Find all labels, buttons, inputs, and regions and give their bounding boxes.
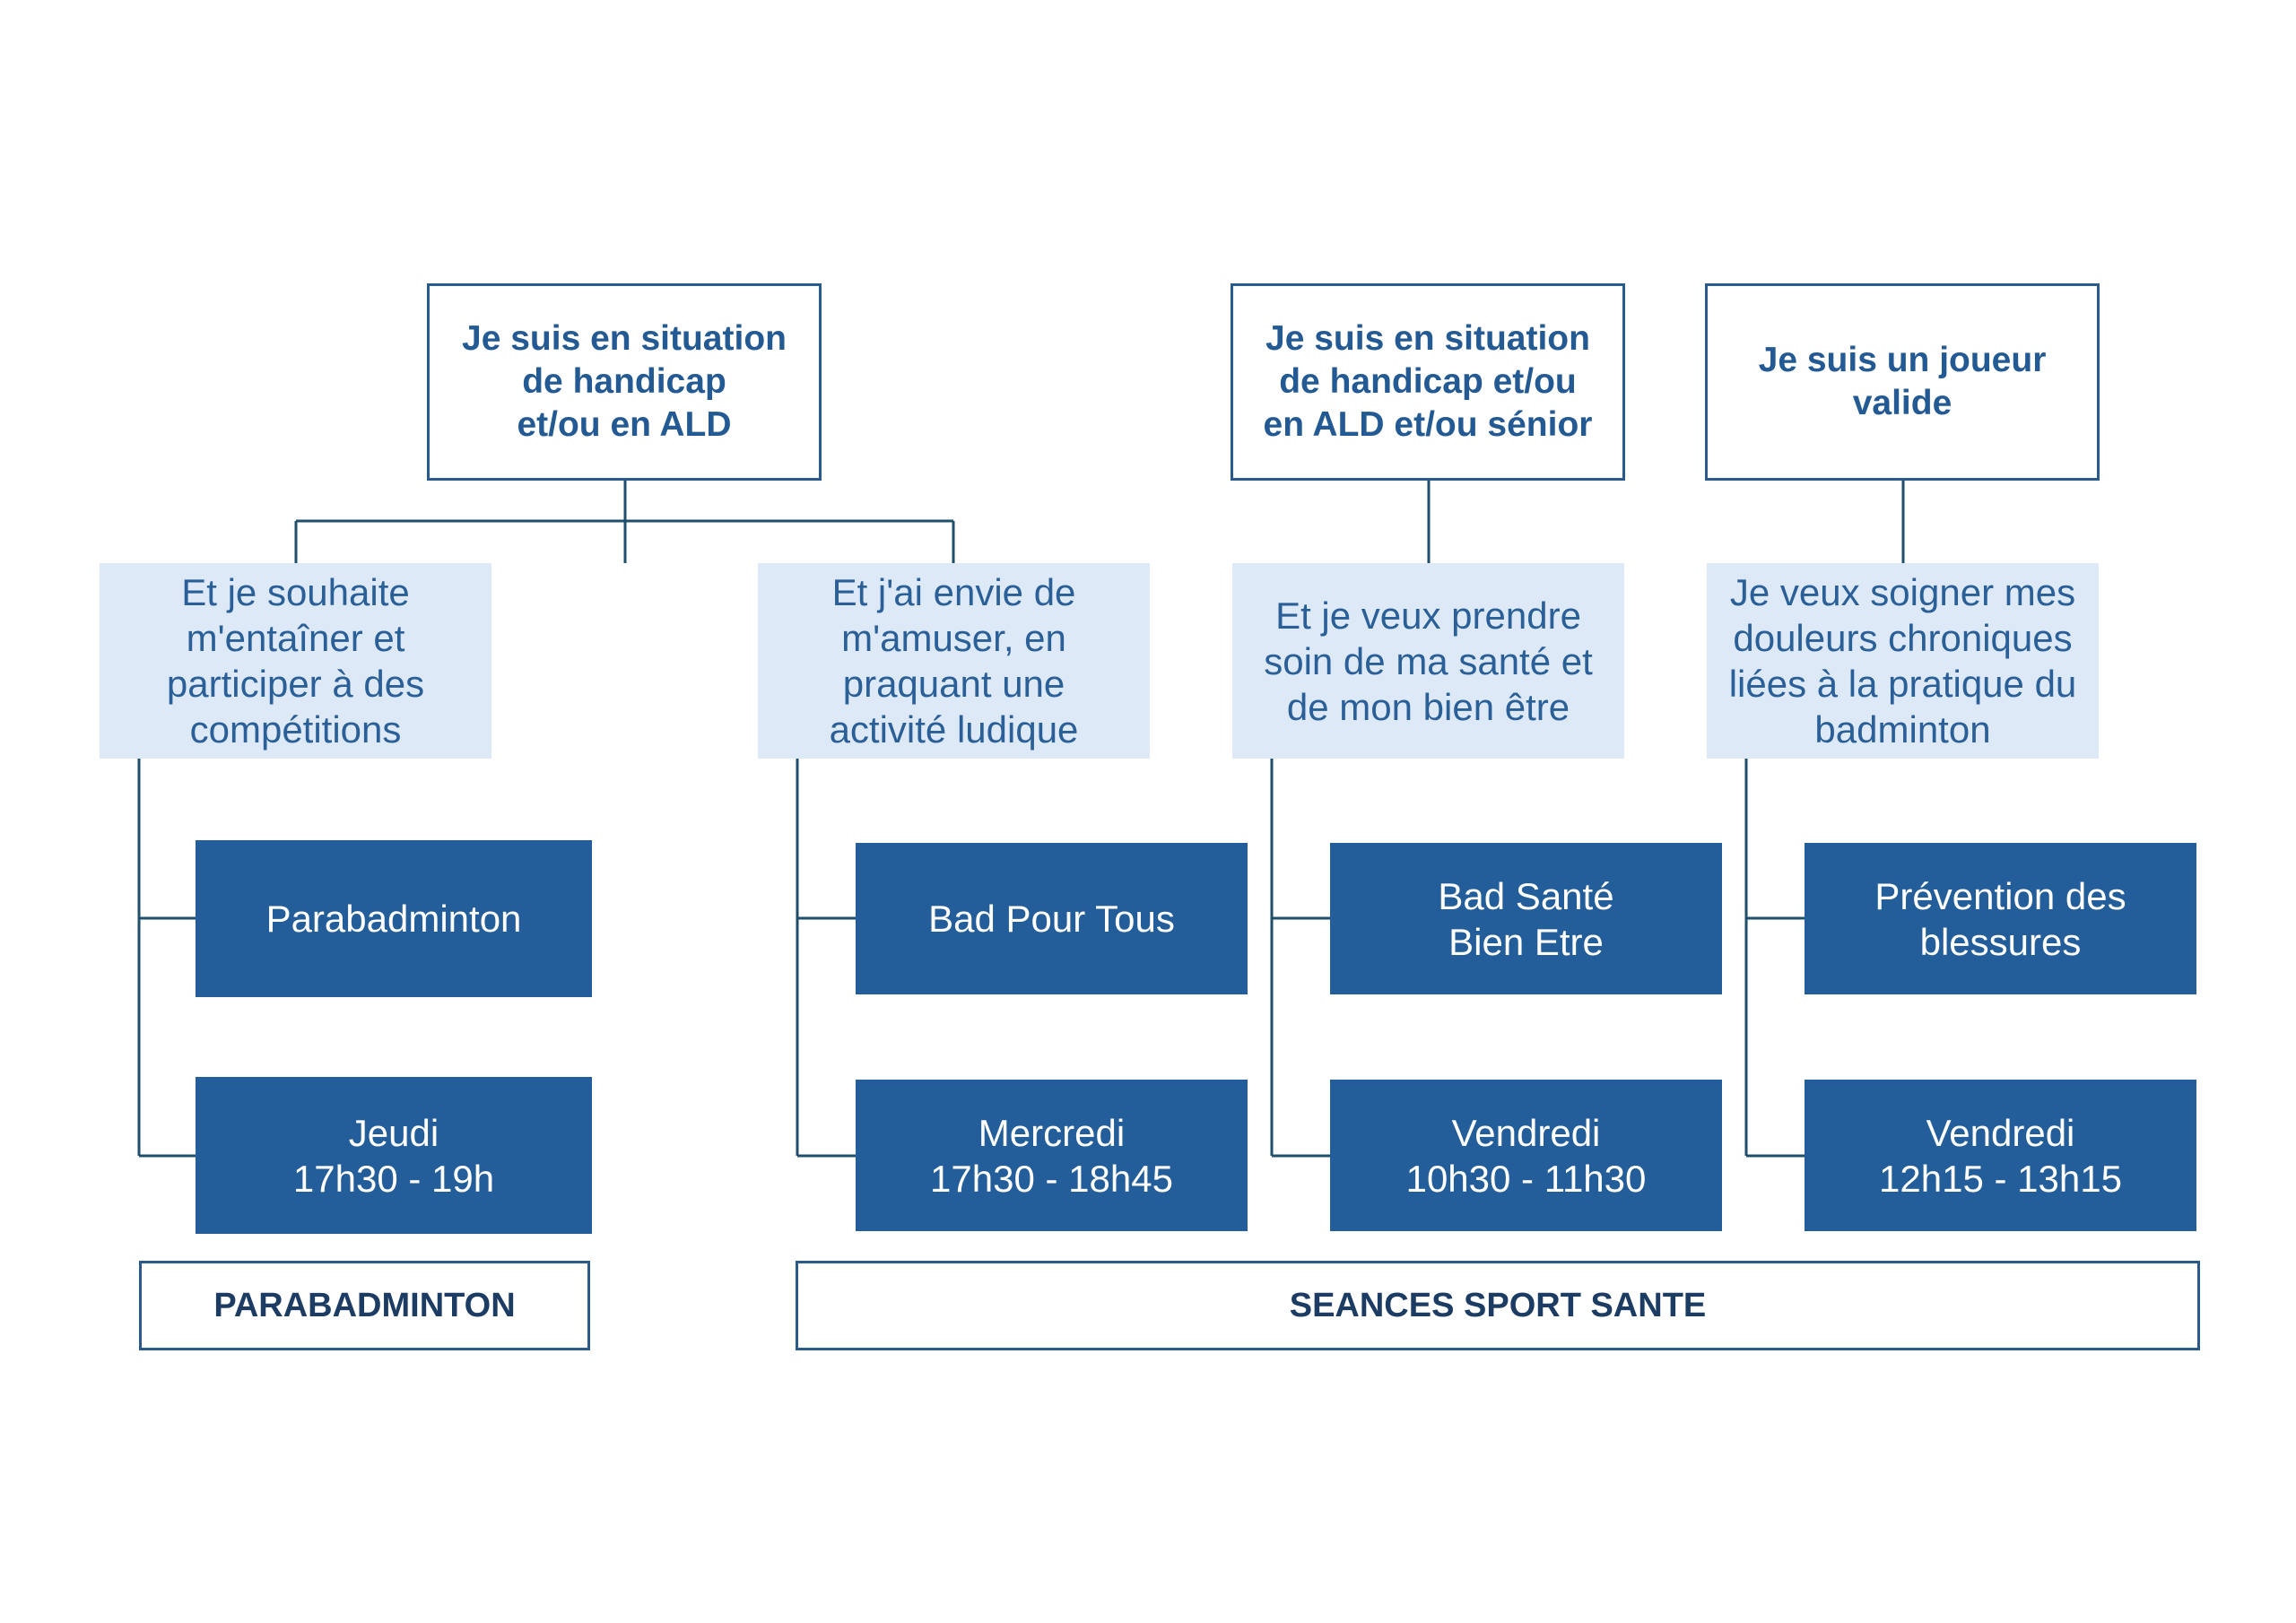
schedule-box-jeudi: Jeudi 17h30 - 19h — [196, 1077, 592, 1234]
schedule-box-mercredi: Mercredi 17h30 - 18h45 — [856, 1080, 1248, 1231]
profile-box-handicap-ald: Je suis en situation de handicap et/ou e… — [427, 283, 822, 481]
profile-box-handicap-ald-senior: Je suis en situation de handicap et/ou e… — [1231, 283, 1625, 481]
program-box-bad-sante: Bad Santé Bien Etre — [1330, 843, 1722, 994]
motivation-box-competition: Et je souhaite m'entaîner et participer … — [100, 563, 491, 759]
motivation-box-douleurs: Je veux soigner mes douleurs chroniques … — [1707, 563, 2099, 759]
schedule-box-vendredi-matin: Vendredi 10h30 - 11h30 — [1330, 1080, 1722, 1231]
program-box-parabadminton: Parabadminton — [196, 840, 592, 997]
profile-box-joueur-valide: Je suis un joueur valide — [1705, 283, 2100, 481]
program-box-prevention: Prévention des blessures — [1805, 843, 2196, 994]
schedule-box-vendredi-midi: Vendredi 12h15 - 13h15 — [1805, 1080, 2196, 1231]
motivation-box-ludique: Et j'ai envie de m'amuser, en praquant u… — [758, 563, 1150, 759]
motivation-box-sante: Et je veux prendre soin de ma santé et d… — [1232, 563, 1624, 759]
footer-seances-sport-sante: SEANCES SPORT SANTE — [796, 1261, 2200, 1350]
footer-parabadminton: PARABADMINTON — [139, 1261, 590, 1350]
program-box-bad-pour-tous: Bad Pour Tous — [856, 843, 1248, 994]
